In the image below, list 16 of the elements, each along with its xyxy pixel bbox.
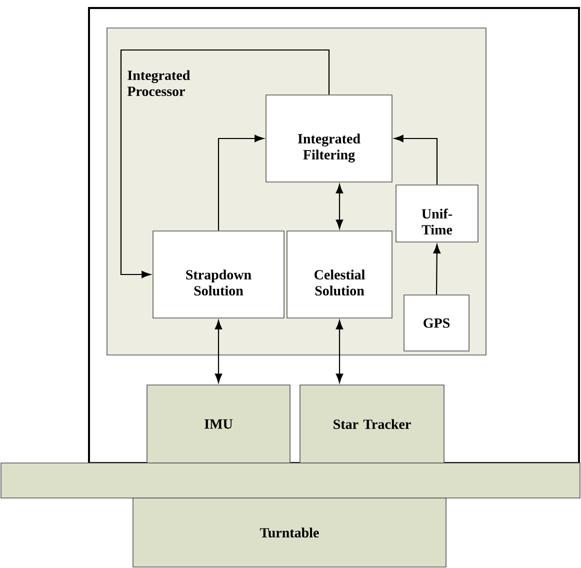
arrow	[218, 134, 264, 231]
process-box: Strapdown Solution	[152, 230, 284, 318]
process-box: GPS	[404, 294, 470, 352]
arrow	[120, 49, 330, 278]
sensor-box: Star Tracker	[300, 384, 444, 464]
arrow	[336, 320, 344, 383]
table-plate	[0, 462, 580, 498]
arrow	[394, 134, 438, 185]
arrow	[433, 244, 441, 295]
turntable-box: Turntable	[132, 498, 446, 568]
process-box: Integrated Filtering	[266, 94, 392, 182]
arrow	[214, 320, 222, 383]
sensor-box: IMU	[146, 384, 290, 464]
arrow	[336, 184, 344, 229]
process-box: Unif-Time	[396, 184, 478, 242]
process-box: Celestial Solution	[286, 230, 392, 318]
